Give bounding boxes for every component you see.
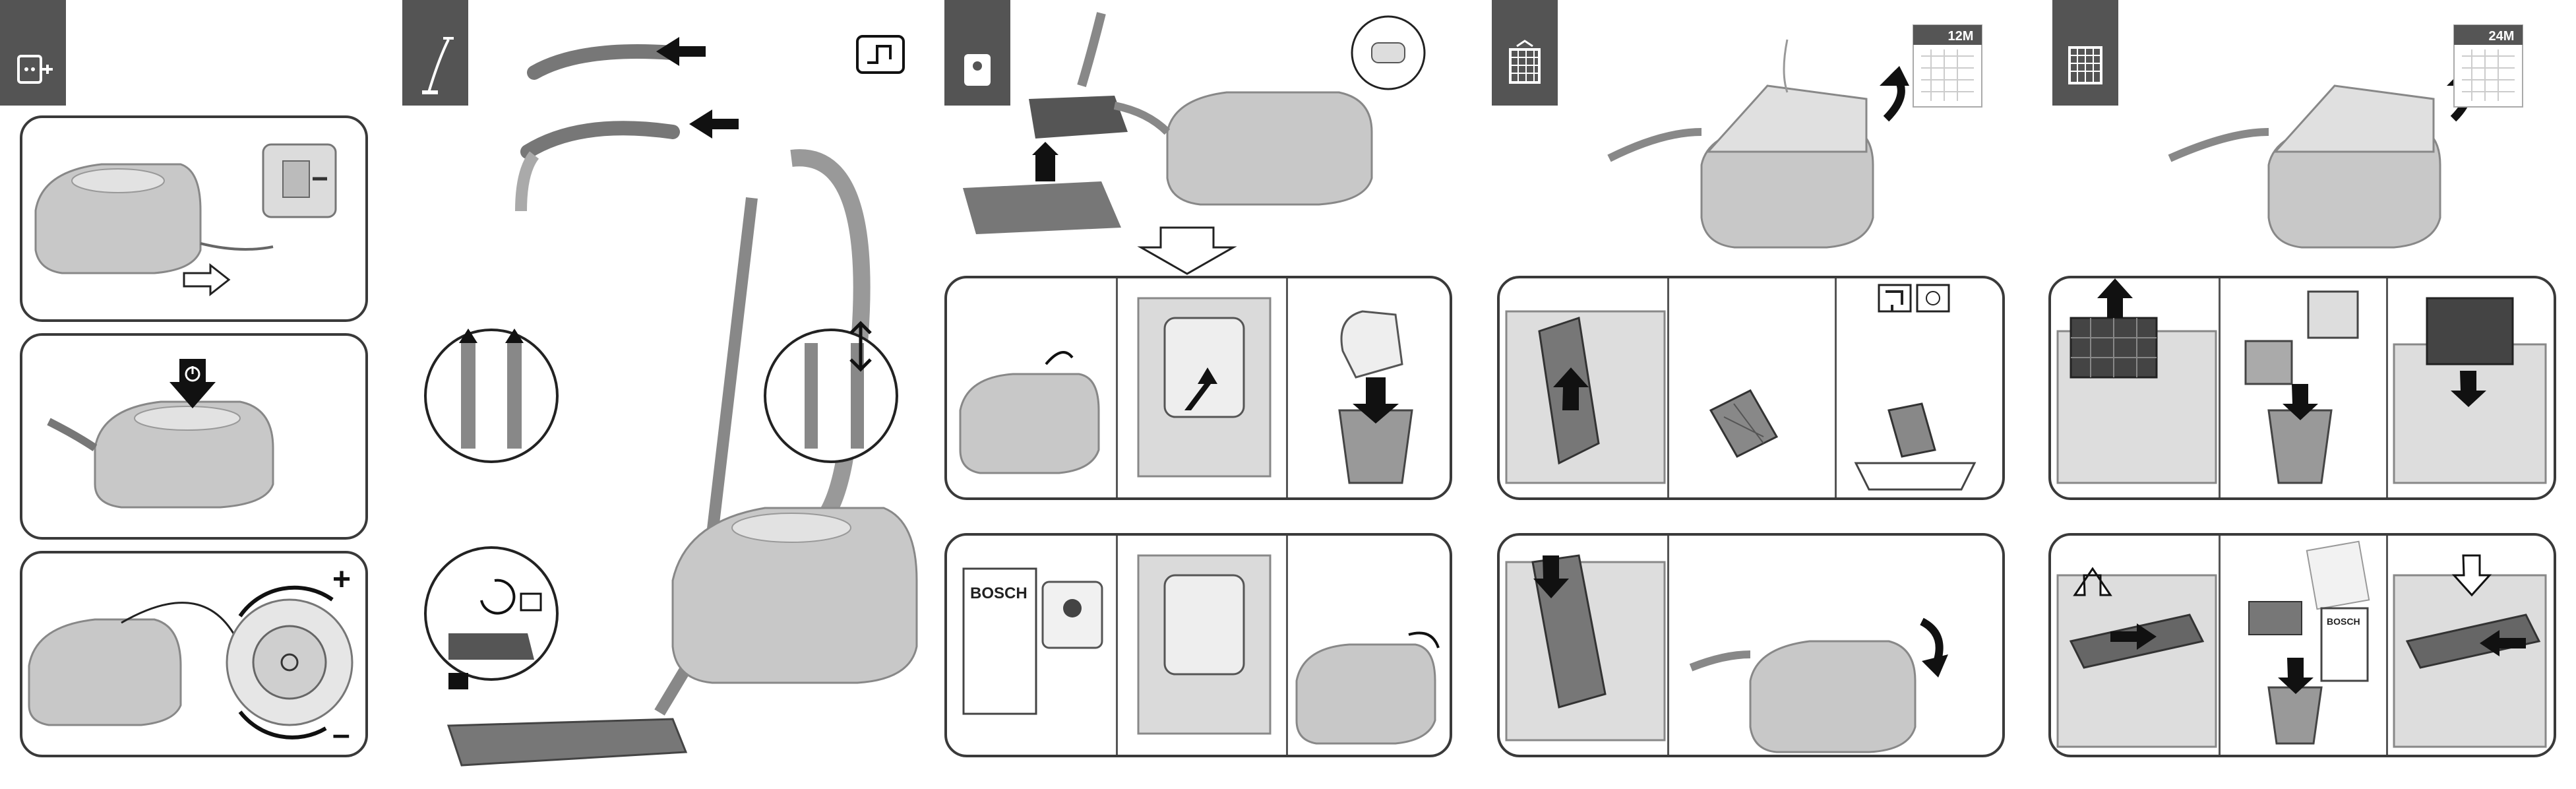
panel-remove-motor-filter bbox=[1497, 276, 2005, 500]
illustration-remove-bag bbox=[947, 278, 1450, 497]
illustration-insert-bag: BOSCH bbox=[947, 536, 1450, 755]
calendar-24m-label: 24M bbox=[2489, 29, 2515, 44]
motor-protection-filter-icon bbox=[1492, 0, 1558, 106]
calendar-12m-label: 12M bbox=[1948, 29, 1974, 44]
exhaust-filter-icon bbox=[2052, 0, 2118, 106]
plug-socket-icon bbox=[0, 0, 66, 106]
decrease-power-label: – bbox=[332, 717, 350, 752]
illustration-clean-motor-filter bbox=[1500, 278, 2002, 497]
panel-replace-exhaust-filter bbox=[2048, 276, 2556, 500]
arrow-right-outline bbox=[181, 263, 233, 296]
section-tab-exhaust-filter bbox=[2052, 0, 2118, 106]
illustration-bag-indicator bbox=[950, 0, 1477, 277]
section-tab-power bbox=[0, 0, 66, 106]
panel-power-on bbox=[20, 333, 368, 540]
filter-package-brand: BOSCH bbox=[2327, 616, 2360, 627]
panel-plug-in bbox=[20, 115, 368, 322]
panel-power-control: + – bbox=[20, 551, 368, 757]
illustration-replace-exhaust-filter-alt: BOSCH bbox=[2051, 536, 2554, 755]
illustration-close-lid bbox=[1500, 536, 2002, 755]
illustration-open-lid-24m bbox=[2150, 0, 2493, 277]
section-tab-motor-filter bbox=[1492, 0, 1558, 106]
bag-package-brand: BOSCH bbox=[970, 584, 1027, 602]
calendar-24m-icon: 24M bbox=[2452, 23, 2525, 109]
illustration-replace-exhaust-filter bbox=[2051, 278, 2554, 497]
calendar-12m-icon: 12M bbox=[1911, 23, 1984, 109]
panel-replace-exhaust-filter-alt: BOSCH bbox=[2048, 533, 2556, 757]
illustration-assembly bbox=[422, 0, 923, 789]
power-button-icon bbox=[166, 356, 219, 415]
panel-remove-bag bbox=[944, 276, 1452, 500]
increase-power-label: + bbox=[332, 562, 351, 597]
panel-insert-motor-filter bbox=[1497, 533, 2005, 757]
panel-insert-bag: BOSCH bbox=[944, 533, 1452, 757]
illustration-power-dial: + – bbox=[22, 553, 365, 755]
